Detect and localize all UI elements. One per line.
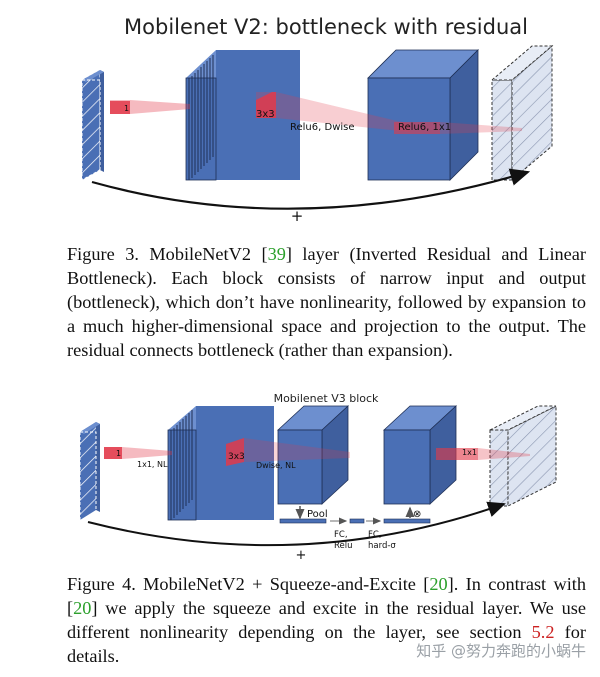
fig4-pool-label: Pool [307,509,328,520]
fig4-dwise-label: Dwise, NL [256,461,296,470]
figure-3-title: Mobilenet V2: bottleneck with residual [124,15,528,39]
fig3-caption-prefix: Figure 3. MobileNetV2 [ [67,244,268,264]
fig3-input-bottleneck [81,69,104,181]
fig4-caption-part-2: ]. In contrast with [ [67,574,587,618]
fig4-caption-section-link[interactable]: 5.2 [531,622,555,642]
fig4-input-bottleneck [79,422,100,521]
figure-4-caption: Figure 4. MobileNetV2 + Squeeze-and-Exci… [67,572,586,668]
fig4-residual-arrow [87,501,506,547]
fig4-fc-relu-label-1: FC, [334,530,348,540]
fig3-relu-dwise-label: Relu6, Dwise [290,122,355,133]
fig4-se-scaled-block [382,405,458,505]
watermark: 知乎 @努力奔跑的小蜗牛 [416,642,586,660]
fig4-residual-plus: + [296,548,307,563]
fig4-caption-part-3: ] we apply the squeeze and excite in the… [67,598,586,642]
fig3-projections [110,92,522,134]
fig4-fc-hard-label-1: FC, [368,530,382,540]
fig4-caption-citation-1[interactable]: 20 [429,574,448,594]
fig4-expansion-block [167,406,274,521]
fig3-relu-1x1-label: Relu6, 1x1 [398,122,451,133]
figure-4-title: Mobilenet V3 block [274,392,379,405]
fig4-dwise-kernel-label: 3x3 [228,452,245,462]
fig3-residual-arrow [91,168,531,210]
fig4-se-path [279,506,431,525]
figure-4-diagram: Mobilenet V3 block [79,392,557,563]
fig4-input-kernel-label: 1 [116,449,121,458]
fig3-input-kernel-label: 1 [124,104,129,113]
fig3-residual-plus: + [291,207,304,225]
figure-3-caption: Figure 3. MobileNetV2 [39] layer (Invert… [67,242,586,362]
fig4-caption-part-4: for details. [67,622,586,666]
fig3-caption-citation[interactable]: 39 [267,244,286,264]
fig4-fc-relu-label-2: Relu [334,541,353,551]
fig3-dwise-kernel-label: 3x3 [256,109,275,120]
fig4-expand-label: 1x1, NL [137,460,168,469]
fig4-fc-hard-label-2: hard-σ [368,541,396,551]
fig3-dwise-block [367,49,479,181]
fig4-project-kernel-label: 1x1 [462,448,477,457]
fig4-caption-part-1: Figure 4. MobileNetV2 + Squeeze-and-Exci… [67,574,430,594]
figure-3-diagram: Mobilenet V2: bottleneck with residual [81,15,554,225]
fig4-caption-citation-2[interactable]: 20 [73,598,92,618]
fig4-projections [104,438,530,466]
fig4-multiply-label: ⊗ [413,509,421,520]
fig3-output-bottleneck [490,44,554,182]
fig4-dwise-block [276,405,350,505]
fig3-expansion-block [185,50,300,181]
fig3-caption-body: ] layer (Inverted Residual and Linear Bo… [67,244,586,360]
fig4-output-bottleneck [489,405,557,507]
